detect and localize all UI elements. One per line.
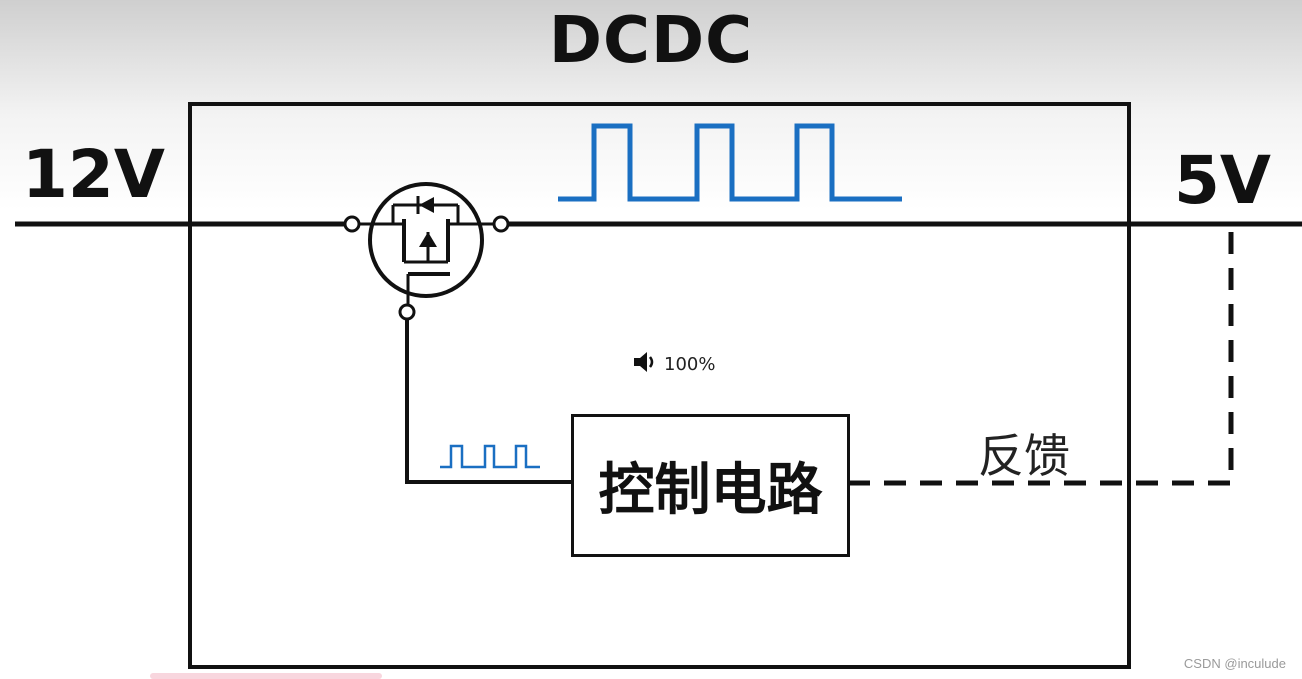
- pwm-waveform-small: [440, 444, 540, 469]
- feedback-label: 反馈: [978, 429, 1070, 483]
- speaker-icon: [632, 350, 658, 379]
- mosfet-icon: [343, 182, 510, 321]
- diagram-title: DCDC: [548, 4, 754, 78]
- watermark: CSDN @inculude: [1183, 656, 1286, 671]
- control-circuit-block: 控制电路: [571, 414, 850, 557]
- dcdc-module-box: [188, 102, 1131, 669]
- pwm-waveform-large: [558, 123, 902, 202]
- volume-percent: 100%: [664, 354, 716, 375]
- gate-drive-line: [405, 319, 571, 484]
- output-voltage-label: 5V: [1174, 142, 1272, 219]
- input-voltage-label: 12V: [22, 136, 165, 213]
- control-circuit-label: 控制电路: [598, 458, 823, 523]
- volume-indicator[interactable]: 100%: [632, 350, 715, 379]
- feedback-line: [848, 227, 1234, 486]
- progress-bar-fragment: [150, 673, 382, 679]
